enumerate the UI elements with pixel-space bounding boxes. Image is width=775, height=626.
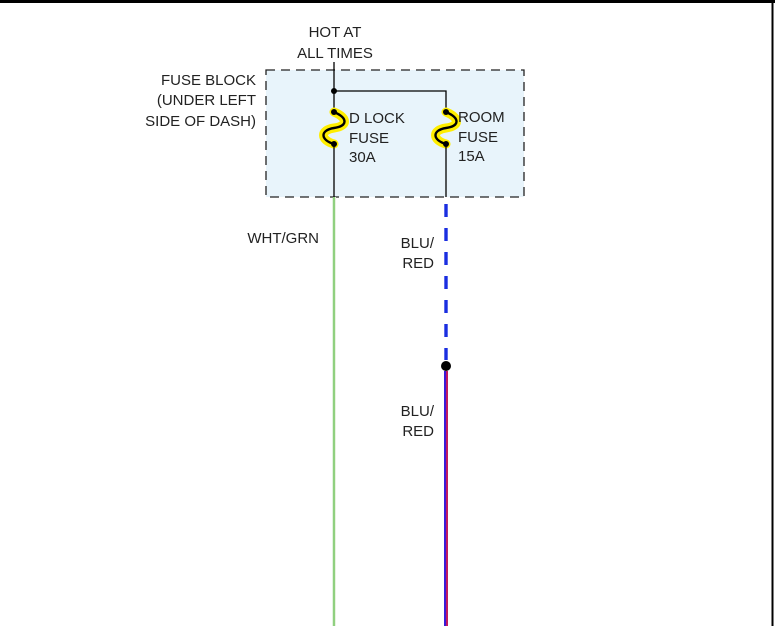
fuse-block-label-line-1: FUSE BLOCK [161,72,256,89]
blu-red-wire-label-1-line-2: RED [402,255,434,272]
wht-grn-wire-label: WHT/GRN [247,230,319,247]
blu-red-wire-label-1-line-1: BLU/ [401,235,435,252]
power-label-line-1: HOT AT [309,24,362,41]
bus-bar [334,90,447,112]
room-fuse [431,107,461,149]
room-fuse-label-2: FUSE [458,129,498,146]
power-label-line-2: ALL TIMES [297,45,373,62]
fuse-terminal-dot [443,109,449,115]
blu-red-wire-label-2-line-1: BLU/ [401,403,435,420]
fuse-block-label-line-3: SIDE OF DASH) [145,113,256,130]
fuse-symbol-icon [322,110,346,146]
d-lock-fuse-label-1: D LOCK [349,110,405,127]
room-fuse-label-1: ROOM [458,109,505,126]
d-lock-fuse-label-2: FUSE [349,130,389,147]
blu-red-wire-label-2-line-2: RED [402,423,434,440]
splice-dot [441,361,451,371]
fuse-terminal-dot [331,109,337,115]
room-fuse-label-3: 15A [458,148,485,165]
fuse-block-label-line-2: (UNDER LEFT [157,92,256,109]
fuse-symbol-icon [434,110,458,146]
d-lock-fuse-label-3: 30A [349,149,376,166]
